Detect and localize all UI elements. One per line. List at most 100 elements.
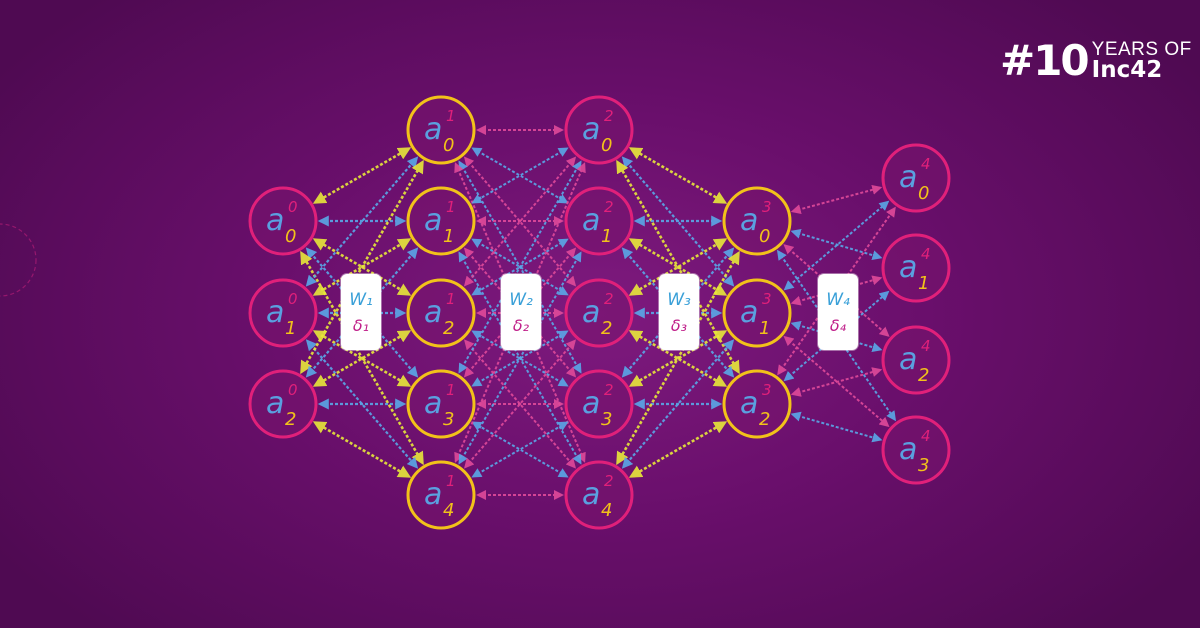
- neuron-index-subscript: 0: [443, 135, 454, 156]
- neuron-ring: [722, 278, 792, 348]
- weight-card-3: W₃ δ₃: [659, 274, 699, 350]
- neuron-layer-superscript: 3: [762, 290, 772, 308]
- neuron-letter: a: [424, 477, 442, 512]
- neuron-index-subscript: 1: [759, 318, 770, 339]
- neuron-index-subscript: 0: [285, 226, 296, 247]
- inc42-10-years-logo: #10 YEARS OF Inc42: [1000, 38, 1192, 84]
- neuron-ring: [406, 278, 476, 348]
- neuron-letter: a: [899, 160, 917, 195]
- neuron-letter: a: [582, 203, 600, 238]
- neuron-index-subscript: 1: [918, 273, 929, 294]
- neuron-letter: a: [266, 203, 284, 238]
- neuron-letter: a: [266, 386, 284, 421]
- neuron-ring: [564, 278, 634, 348]
- weight-label: W₂: [509, 289, 533, 310]
- neuron-layer-superscript: 4: [921, 245, 931, 263]
- neuron-layer-superscript: 1: [446, 472, 456, 490]
- neuron-ring: [881, 233, 951, 303]
- neuron-letter: a: [582, 112, 600, 147]
- edge-l2n0-l3n0: [628, 147, 728, 204]
- logo-years-of: YEARS OF: [1091, 39, 1192, 60]
- neuron-layer-superscript: 4: [921, 155, 931, 173]
- neuron-ring: [881, 415, 951, 485]
- weight-label: W₁: [349, 289, 373, 310]
- neuron-layer-superscript: 2: [604, 472, 614, 490]
- neuron-index-subscript: 0: [918, 183, 929, 204]
- edge-l0n2-l1n2: [312, 330, 412, 387]
- delta-label: δ₃: [670, 315, 688, 335]
- edge-l0n0-l1n0: [312, 147, 412, 204]
- neuron-layer-superscript: 3: [762, 198, 772, 216]
- edge-l3n2-l4n3: [790, 411, 883, 443]
- neuron-ring: [881, 143, 951, 213]
- neuron-layer-superscript: 1: [446, 290, 456, 308]
- neuron-ring: [248, 278, 318, 348]
- neuron-layer-superscript: 2: [604, 381, 614, 399]
- neuron-ring: [406, 186, 476, 256]
- neuron-ring: [564, 369, 634, 439]
- neuron-index-subscript: 1: [601, 226, 612, 247]
- neuron-ring: [406, 95, 476, 165]
- neuron-letter: a: [740, 386, 758, 421]
- neuron-index-subscript: 4: [601, 500, 612, 521]
- neuron-layer-superscript: 1: [446, 107, 456, 125]
- neuron-letter: a: [424, 386, 442, 421]
- neuron-ring: [564, 95, 634, 165]
- neuron-ring: [722, 369, 792, 439]
- weight-label: W₃: [667, 289, 691, 310]
- neuron-index-subscript: 3: [918, 455, 929, 476]
- neuron-letter: a: [899, 342, 917, 377]
- neuron-ring: [881, 325, 951, 395]
- neuron-ring: [722, 186, 792, 256]
- neuron-ring: [406, 369, 476, 439]
- edge-l2n4-l3n2: [628, 421, 728, 478]
- neuron-ring: [564, 186, 634, 256]
- delta-label: δ₄: [829, 315, 847, 335]
- weight-card-2: W₂ δ₂: [501, 274, 541, 350]
- delta-label: δ₁: [352, 315, 370, 335]
- weight-label: W₄: [826, 289, 850, 310]
- neuron-ring: [406, 460, 476, 530]
- edge-l3n0-l4n0: [790, 184, 883, 215]
- neuron-letter: a: [424, 295, 442, 330]
- edge-l1n4-l2n3: [471, 421, 569, 478]
- neuron-letter: a: [424, 112, 442, 147]
- neuron-index-subscript: 1: [285, 318, 296, 339]
- logo-number: #10: [1000, 36, 1090, 85]
- neuron-letter: a: [582, 386, 600, 421]
- neuron-letter: a: [740, 295, 758, 330]
- neuron-layer-superscript: 4: [921, 427, 931, 445]
- neuron-index-subscript: 2: [443, 318, 454, 339]
- neuron-letter: a: [582, 295, 600, 330]
- neuron-layer-superscript: 2: [604, 290, 614, 308]
- neuron-index-subscript: 3: [601, 409, 612, 430]
- neuron-index-subscript: 1: [443, 226, 454, 247]
- neuron-index-subscript: 2: [918, 365, 929, 386]
- neuron-letter: a: [899, 432, 917, 467]
- neuron-letter: a: [424, 203, 442, 238]
- neuron-index-subscript: 2: [759, 409, 770, 430]
- decorative-dashed-ring: [0, 223, 37, 297]
- weight-card-4: W₄ δ₄: [818, 274, 858, 350]
- neuron-ring: [248, 369, 318, 439]
- neuron-layer-superscript: 4: [921, 337, 931, 355]
- neuron-ring: [248, 186, 318, 256]
- neuron-letter: a: [899, 250, 917, 285]
- neuron-letter: a: [740, 203, 758, 238]
- neuron-index-subscript: 3: [443, 409, 454, 430]
